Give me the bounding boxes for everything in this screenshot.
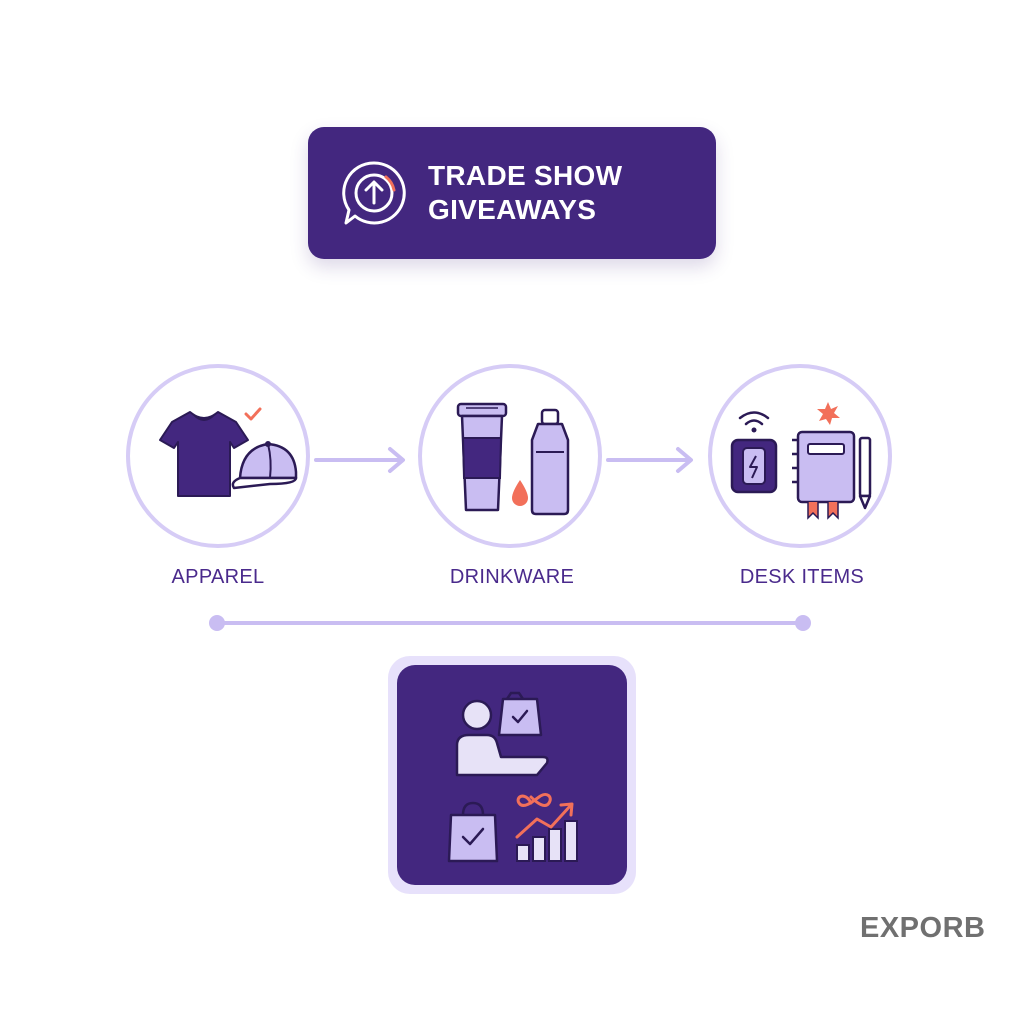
- apparel-icons: [159, 407, 298, 497]
- arrow-drinkware-to-desk-items: [606, 447, 693, 473]
- drinkware-icons: [456, 402, 570, 516]
- person-giving-bag-icon: [455, 691, 549, 777]
- pen-icon: [858, 436, 872, 510]
- arrow-apparel-to-drinkware: [314, 447, 405, 473]
- title-card: TRADE SHOW GIVEAWAYS: [308, 127, 716, 259]
- cap-icon: [231, 441, 298, 490]
- upload-chat-icon: [342, 161, 406, 225]
- coffee-cup-icon: [456, 402, 508, 512]
- drop-icon: [512, 480, 528, 506]
- brand-name: EXPORB: [860, 912, 986, 944]
- apparel-circle: [126, 364, 310, 548]
- growth-chart-icon: [515, 802, 578, 862]
- category-label-drinkware: DRINKWARE: [449, 566, 575, 588]
- page-title: TRADE SHOW GIVEAWAYS: [428, 159, 698, 227]
- title-line-2: GIVEAWAYS: [428, 194, 597, 225]
- infinity-icon: [516, 793, 552, 807]
- brand-logo: EXPORB: [850, 906, 1000, 946]
- category-label-desk-items: DESK ITEMS: [739, 566, 865, 588]
- title-line-1: TRADE SHOW: [428, 160, 623, 191]
- checkmark-icon: [244, 407, 262, 421]
- wireless-charger-icon: [730, 411, 778, 494]
- drinkware-circle: [418, 364, 602, 548]
- shopping-bag-icon: [447, 801, 499, 863]
- t-shirt-icon: [159, 411, 249, 497]
- desk-items-icons: [730, 402, 872, 520]
- water-bottle-icon: [530, 408, 570, 516]
- desk-items-circle: [708, 364, 892, 548]
- notebook-icon: [792, 430, 856, 520]
- timeline-bar: [209, 615, 811, 631]
- outcome-card: [397, 665, 627, 885]
- star-icon: [817, 402, 840, 425]
- category-label-apparel: APPAREL: [171, 566, 265, 588]
- outcome-icons: [447, 691, 578, 863]
